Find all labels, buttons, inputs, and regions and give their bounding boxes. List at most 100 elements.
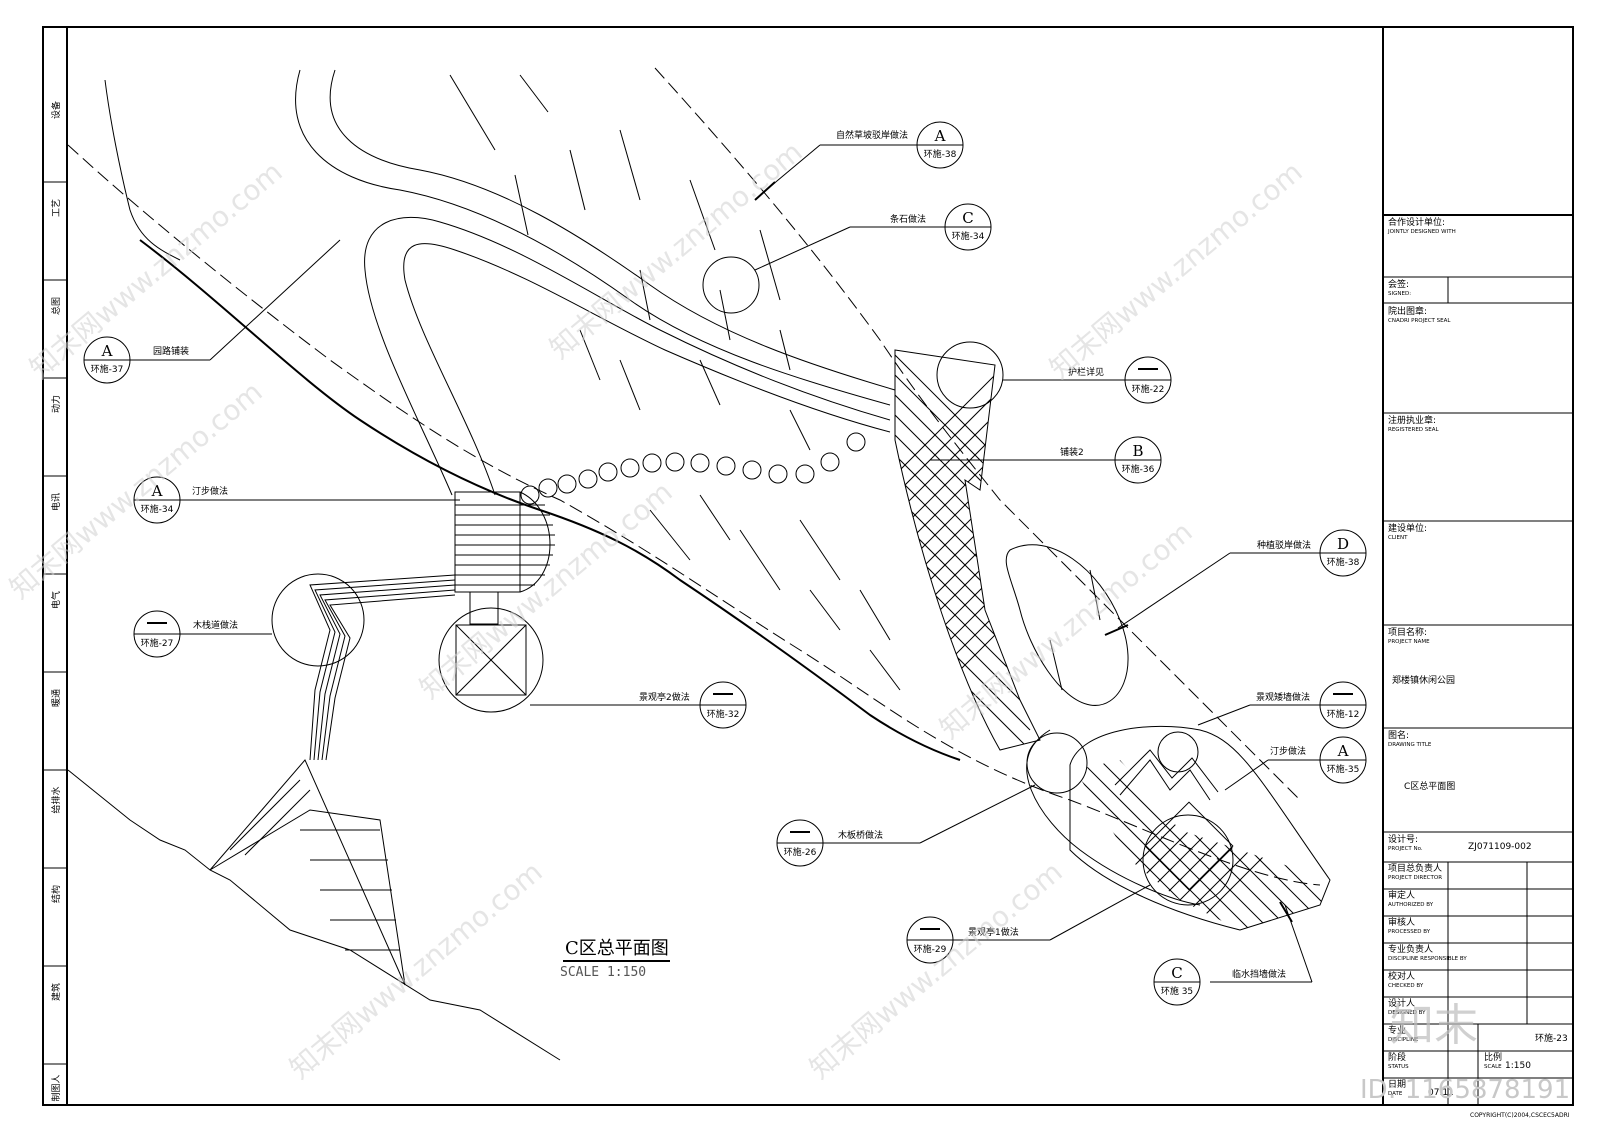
- svg-text:知末网www.znzmo.com: 知末网www.znzmo.com: [1043, 155, 1308, 385]
- svg-text:环施-22: 环施-22: [1132, 383, 1165, 395]
- svg-text:环施-37: 环施-37: [91, 363, 124, 375]
- svg-text:环施-26: 环施-26: [784, 846, 817, 858]
- svg-text:PROJECT No.: PROJECT No.: [1388, 846, 1423, 852]
- svg-text:知末网www.znzmo.com: 知末网www.znzmo.com: [803, 855, 1068, 1085]
- svg-text:DRAWING TITLE: DRAWING TITLE: [1388, 742, 1432, 748]
- callout-road-paving: 园路铺装 A 环施-37: [83, 239, 341, 384]
- side-label: 工艺: [51, 199, 62, 217]
- svg-text:D: D: [1337, 535, 1349, 553]
- svg-text:日期: 日期: [1388, 1079, 1406, 1090]
- callout-stepping-1: 汀步做法 A 环施-34: [133, 476, 460, 524]
- svg-text:专业: 专业: [1388, 1024, 1406, 1036]
- watermark: 知末网www.znzmo.com 知末网www.znzmo.com 知末网www…: [3, 135, 1570, 1105]
- svg-text:B: B: [1132, 442, 1143, 460]
- svg-text:种植驳岸做法: 种植驳岸做法: [1257, 539, 1311, 551]
- callout-low-wall: 景观矮墙做法 环施-12: [1197, 681, 1367, 729]
- copyright: COPYRIGHT(C)2004,CSCEC5ADRI: [1470, 1112, 1570, 1119]
- side-label: 建筑: [50, 983, 62, 1001]
- title-block: 合作设计单位: JOINTLY DESIGNED WITH 会签: SIGNED…: [1383, 214, 1573, 1119]
- callout-pavilion-1: 景观亭1做法 环施-29: [906, 884, 1151, 964]
- callout-waterside-wall: 临水挡墙做法 C 环施 35: [1153, 904, 1313, 1006]
- svg-text:环施-34: 环施-34: [141, 503, 174, 515]
- plaza-paving: [454, 491, 521, 593]
- svg-text:院出图章:: 院出图章:: [1388, 305, 1427, 317]
- pavilion-1: [1144, 801, 1234, 891]
- drawing-scale: SCALE 1:150: [560, 965, 646, 980]
- south-plaza: [1069, 725, 1331, 931]
- svg-text:A: A: [101, 342, 113, 360]
- callout-natural-slope: 自然草坡驳岸做法 A 环施-38: [764, 121, 964, 192]
- svg-text:CNADRI PROJECT SEAL: CNADRI PROJECT SEAL: [1388, 318, 1451, 324]
- svg-text:阶段: 阶段: [1388, 1051, 1406, 1063]
- svg-text:汀步做法: 汀步做法: [1270, 745, 1306, 757]
- project-name: 郑楼镇休闲公园: [1392, 674, 1455, 686]
- side-label: 总图: [50, 297, 62, 315]
- side-label: 动力: [50, 395, 62, 413]
- retaining-wall-hatch: [209, 759, 406, 986]
- path-outline: [364, 216, 891, 496]
- svg-text:项目总负责人: 项目总负责人: [1388, 862, 1442, 874]
- shoreline-thin: [104, 79, 181, 261]
- svg-text:SIGNED:: SIGNED:: [1388, 291, 1411, 297]
- svg-text:护栏详见: 护栏详见: [1068, 366, 1104, 378]
- svg-text:校对人: 校对人: [1388, 970, 1415, 982]
- svg-text:环施-34: 环施-34: [952, 230, 985, 242]
- svg-text:C: C: [1171, 964, 1182, 982]
- side-label: 设备: [50, 101, 62, 119]
- slope-hatch: [449, 74, 1101, 691]
- side-label: 制图人: [50, 1074, 62, 1101]
- callout-paving-2: 铺装2 B 环施-36: [930, 436, 1162, 484]
- svg-text:REGISTERED SEAL: REGISTERED SEAL: [1388, 427, 1440, 433]
- svg-text:DISCIPLINE: DISCIPLINE: [1388, 1037, 1419, 1043]
- callout-stone: 条石做法 C 环施-34: [702, 203, 992, 314]
- svg-text:建设单位:: 建设单位:: [1388, 522, 1427, 534]
- svg-text:PROJECT DIRECTOR: PROJECT DIRECTOR: [1388, 875, 1442, 881]
- callout-boardwalk: 木栈道做法 环施-27: [133, 610, 272, 658]
- boundary-dashed-line: [654, 67, 1301, 801]
- svg-text:DISCIPLINE RESPONSIBLE BY: DISCIPLINE RESPONSIBLE BY: [1388, 956, 1467, 962]
- svg-text:环施-23: 环施-23: [1535, 1032, 1568, 1044]
- svg-text:图名:: 图名:: [1388, 729, 1409, 741]
- svg-text:环施-32: 环施-32: [707, 708, 740, 720]
- callout-pavilion-2: 景观亭2做法 环施-32: [530, 681, 747, 729]
- svg-text:汀步做法: 汀步做法: [192, 485, 228, 497]
- svg-text:ID: 1165878191: ID: 1165878191: [1360, 1075, 1570, 1105]
- project-number: ZJ071109-002: [1468, 842, 1532, 852]
- svg-text:合作设计单位:: 合作设计单位:: [1388, 216, 1445, 228]
- svg-text:CLIENT: CLIENT: [1388, 535, 1408, 541]
- svg-text:条石做法: 条石做法: [890, 213, 926, 225]
- svg-text:AUTHORIZED BY: AUTHORIZED BY: [1388, 902, 1434, 908]
- terrain-edge: [67, 769, 561, 1061]
- svg-text:环施-38: 环施-38: [1327, 556, 1360, 568]
- side-label: 电气: [50, 591, 62, 609]
- callout-railing: 护栏详见 环施-22: [1003, 356, 1172, 404]
- svg-text:景观矮墙做法: 景观矮墙做法: [1256, 691, 1310, 703]
- callouts: 自然草坡驳岸做法 A 环施-38 条石做法 C 环施-34 园路铺装 A 环施-…: [83, 121, 1367, 1006]
- svg-text:环施-27: 环施-27: [141, 637, 174, 649]
- side-label: 给排水: [50, 786, 62, 813]
- svg-text:PROJECT NAME: PROJECT NAME: [1388, 639, 1430, 645]
- svg-text:设计人: 设计人: [1388, 997, 1415, 1009]
- svg-text:A: A: [1337, 742, 1349, 760]
- svg-text:PROCESSED BY: PROCESSED BY: [1388, 929, 1431, 935]
- svg-text:木栈道做法: 木栈道做法: [193, 619, 238, 631]
- svg-text:会签:: 会签:: [1388, 278, 1409, 290]
- boardwalk: [271, 573, 456, 761]
- svg-text:专业负责人: 专业负责人: [1388, 943, 1433, 955]
- callout-letter: A: [934, 127, 946, 145]
- svg-text:SCALE: SCALE: [1484, 1064, 1502, 1070]
- svg-text:JOINTLY DESIGNED WITH: JOINTLY DESIGNED WITH: [1387, 229, 1456, 235]
- svg-text:知末: 知末: [1390, 1000, 1478, 1051]
- svg-text:DESIGNED BY: DESIGNED BY: [1388, 1010, 1426, 1016]
- path-outline: [403, 243, 891, 496]
- svg-text:A: A: [151, 482, 163, 500]
- svg-text:景观亭2做法: 景观亭2做法: [639, 691, 690, 703]
- boundary-dashed-line: [67, 144, 1321, 886]
- svg-text:审定人: 审定人: [1388, 889, 1415, 901]
- svg-text:审核人: 审核人: [1388, 916, 1415, 928]
- svg-text:07.11: 07.11: [1428, 1088, 1454, 1098]
- path-outline: [329, 69, 896, 391]
- callout-stepping-2: 汀步做法 A 环施-35: [1224, 736, 1367, 791]
- svg-text:铺装2: 铺装2: [1060, 446, 1084, 458]
